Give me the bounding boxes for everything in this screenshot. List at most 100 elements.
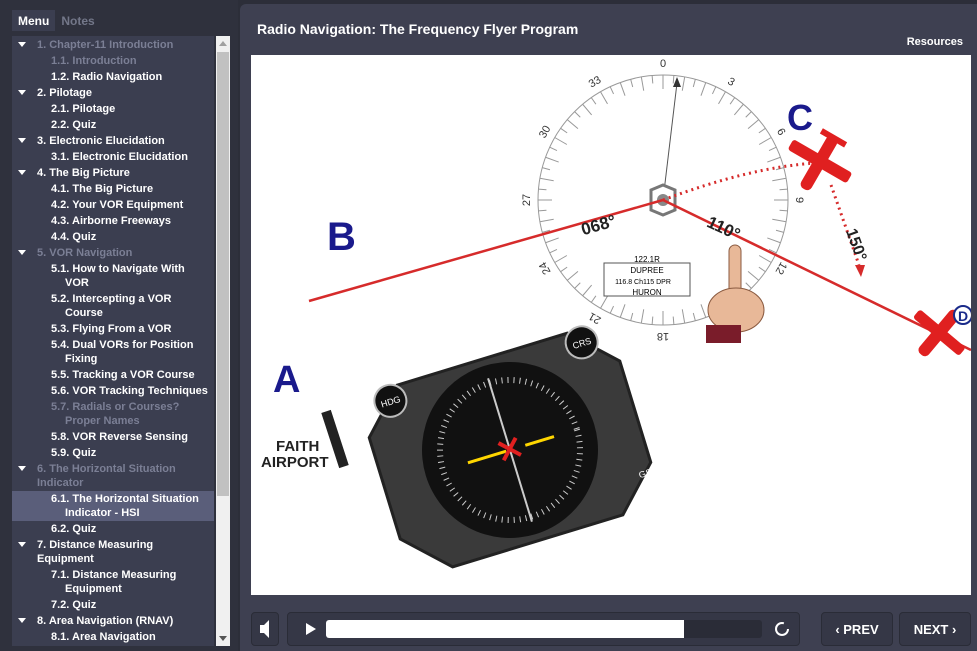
letter-a: A: [273, 359, 300, 401]
compass-label: 33: [587, 74, 604, 91]
menu-item[interactable]: 5.9. Quiz: [12, 445, 214, 461]
page-title: Radio Navigation: The Frequency Flyer Pr…: [257, 21, 579, 37]
menu-item[interactable]: 6.1. The Horizontal Situation Indicator …: [12, 491, 214, 521]
menu-item-label: 2.1. Pilotage: [51, 103, 116, 115]
slide-illustration: 03691215182124273033 122.1R DUPREE 116.8…: [251, 55, 973, 595]
playback-group: [287, 612, 800, 646]
menu-item[interactable]: 2.2. Quiz: [12, 117, 214, 133]
progress-bar[interactable]: [326, 620, 762, 638]
menu-item-label: 7.1. Distance Measuring Equipment: [51, 569, 177, 595]
menu-item[interactable]: 4.4. Quiz: [12, 229, 214, 245]
volume-button[interactable]: [251, 612, 279, 646]
tab-notes[interactable]: Notes: [61, 14, 95, 28]
menu-item[interactable]: 1.1. Introduction: [12, 53, 214, 69]
menu-item-label: 8.1. Area Navigation: [51, 631, 156, 643]
compass-label: 3: [725, 75, 736, 88]
airport-label-1: FAITH: [276, 438, 319, 455]
menu-item[interactable]: 5.6. VOR Tracking Techniques: [12, 383, 214, 399]
prev-button[interactable]: ‹ PREV: [821, 612, 893, 646]
menu-item[interactable]: 5.3. Flying From a VOR: [12, 321, 214, 337]
compass-label: 27: [521, 194, 533, 206]
menu-item[interactable]: 2. Pilotage: [12, 85, 214, 101]
hsi-gs-label: GS: [638, 467, 653, 480]
vor-compass-rose: 03691215182124273033 122.1R DUPREE 116.8…: [521, 58, 805, 342]
station-name: DUPREE: [630, 266, 663, 275]
bearing-068: 068°: [579, 211, 618, 239]
chevron-right-icon: ›: [948, 621, 957, 637]
caret-down-icon[interactable]: [18, 90, 26, 95]
menu-item-label: 4.1. The Big Picture: [51, 183, 154, 195]
menu-item-label: 2.2. Quiz: [51, 119, 97, 131]
scroll-up-icon[interactable]: [219, 41, 227, 46]
bearing-150: 150°: [842, 226, 869, 263]
menu-item-label: 5.8. VOR Reverse Sensing: [51, 431, 188, 443]
next-label: NEXT: [913, 621, 949, 637]
menu-item[interactable]: 6.2. Quiz: [12, 521, 214, 537]
speaker-icon: [260, 620, 269, 638]
play-icon[interactable]: [302, 613, 322, 645]
scroll-thumb[interactable]: [217, 52, 229, 496]
caret-down-icon[interactable]: [18, 466, 26, 471]
compass-label: 9: [793, 197, 805, 203]
menu-item[interactable]: 8.1. Area Navigation: [12, 629, 214, 645]
replay-icon[interactable]: [772, 613, 792, 645]
compass-label: 24: [537, 260, 554, 277]
menu-item[interactable]: 7. Distance Measuring Equipment: [12, 537, 214, 567]
menu-item[interactable]: 5.8. VOR Reverse Sensing: [12, 429, 214, 445]
menu-item[interactable]: 3.1. Electronic Elucidation: [12, 149, 214, 165]
menu-item[interactable]: 4.3. Airborne Freeways: [12, 213, 214, 229]
hsi-instrument: HDG CRS GS: [367, 325, 653, 569]
chevron-left-icon: ‹: [835, 621, 844, 637]
menu-item[interactable]: 5. VOR Navigation: [12, 245, 214, 261]
menu-list: 1. Chapter-11 Introduction 1.1. Introduct…: [12, 36, 214, 646]
progress-fill: [326, 620, 684, 638]
menu-item[interactable]: 3. Electronic Elucidation: [12, 133, 214, 149]
caret-down-icon[interactable]: [18, 170, 26, 175]
caret-down-icon[interactable]: [18, 250, 26, 255]
station-freq: 122.1R: [634, 255, 660, 264]
menu-item[interactable]: 5.2. Intercepting a VOR Course: [12, 291, 214, 321]
compass-label: 6: [774, 126, 787, 137]
airplane-d-icon: [914, 309, 965, 357]
menu-item[interactable]: 5.1. How to Navigate With VOR: [12, 261, 214, 291]
caret-down-icon[interactable]: [18, 618, 26, 623]
station-region: HURON: [632, 288, 662, 297]
resources-link[interactable]: Resources: [906, 36, 963, 48]
menu-item-label: 4.2. Your VOR Equipment: [51, 199, 184, 211]
next-button[interactable]: NEXT ›: [899, 612, 971, 646]
menu-item[interactable]: 6. The Horizontal Situation Indicator: [12, 461, 214, 491]
compass-label: 18: [657, 330, 669, 342]
airplane-c-icon: [788, 128, 852, 191]
menu-scrollbar[interactable]: [216, 36, 230, 646]
menu-item[interactable]: 4.2. Your VOR Equipment: [12, 197, 214, 213]
menu-item-label: 6.2. Quiz: [51, 523, 97, 535]
menu-item-label: 1. Chapter-11 Introduction: [37, 39, 174, 51]
compass-label: 0: [660, 58, 666, 70]
menu-item[interactable]: 5.5. Tracking a VOR Course: [12, 367, 214, 383]
menu-item[interactable]: 5.4. Dual VORs for Position Fixing: [12, 337, 214, 367]
station-info: 116.8 Ch115 DPR: [615, 279, 671, 286]
caret-down-icon[interactable]: [18, 138, 26, 143]
caret-down-icon[interactable]: [18, 542, 26, 547]
menu-item[interactable]: 1.2. Radio Navigation: [12, 69, 214, 85]
menu-item-label: 5.7. Radials or Courses? Proper Names: [51, 401, 180, 427]
menu-item-label: 4. The Big Picture: [37, 167, 130, 179]
menu-item[interactable]: 1. Chapter-11 Introduction: [12, 37, 214, 53]
menu-item[interactable]: 2.1. Pilotage: [12, 101, 214, 117]
menu-item[interactable]: 7.1. Distance Measuring Equipment: [12, 567, 214, 597]
scroll-down-icon[interactable]: [219, 636, 227, 641]
menu-item-label: 5.6. VOR Tracking Techniques: [51, 385, 208, 397]
player-controls: ‹ PREV NEXT ›: [240, 608, 977, 651]
menu-item[interactable]: 8. Area Navigation (RNAV): [12, 613, 214, 629]
prev-label: PREV: [843, 621, 879, 637]
compass-label: 21: [587, 310, 604, 327]
menu-item-label: 4.3. Airborne Freeways: [51, 215, 172, 227]
menu-item[interactable]: 4. The Big Picture: [12, 165, 214, 181]
menu-item[interactable]: 4.1. The Big Picture: [12, 181, 214, 197]
menu-item[interactable]: 7.2. Quiz: [12, 597, 214, 613]
letter-b: B: [327, 215, 356, 259]
menu-item-label: 4.4. Quiz: [51, 231, 97, 243]
menu-item[interactable]: 5.7. Radials or Courses? Proper Names: [12, 399, 214, 429]
caret-down-icon[interactable]: [18, 42, 26, 47]
tab-menu[interactable]: Menu: [12, 10, 56, 31]
